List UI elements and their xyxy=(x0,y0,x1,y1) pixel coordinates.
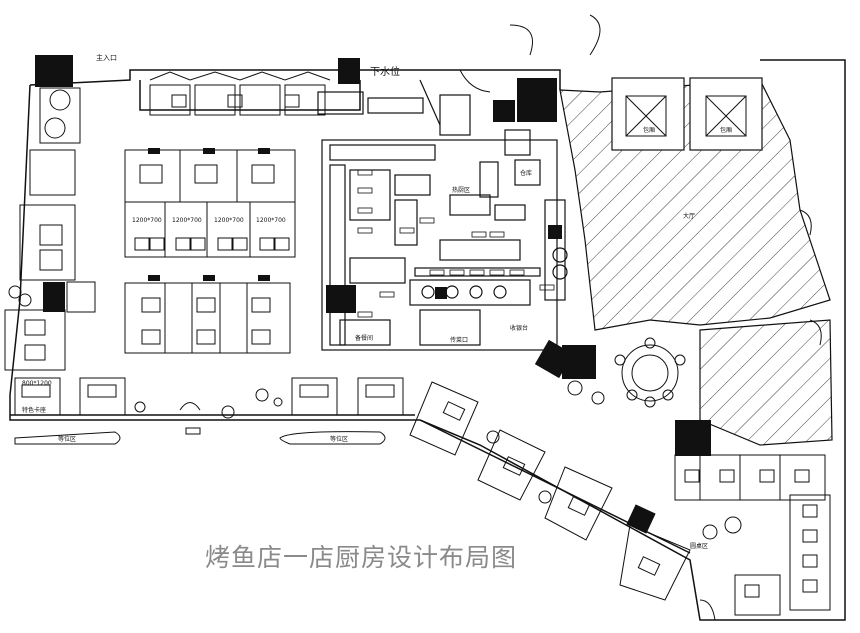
cashier-label: 收银台 xyxy=(510,324,528,332)
bottom-booths xyxy=(14,377,404,419)
table-size-label-4: 1200*700 xyxy=(256,217,286,224)
private-room-b-label: 包厢 xyxy=(720,126,732,134)
kitchen-block xyxy=(317,79,568,351)
column-block xyxy=(675,420,711,456)
water-drain-label: 下水位 xyxy=(370,65,400,78)
column-block xyxy=(562,345,596,379)
waiting-right-label: 等位区 xyxy=(330,435,348,443)
drawing-title: 烤鱼店一店厨房设计布局图 xyxy=(205,543,518,572)
kitchen-dark-blocks xyxy=(326,78,562,313)
booth-label: 特色卡座 xyxy=(22,406,46,414)
column-block xyxy=(35,55,73,87)
table-size-label-1: 1200*700 xyxy=(132,217,162,224)
column-block xyxy=(338,58,360,84)
lower-right-booths xyxy=(674,454,831,616)
top-booths xyxy=(149,71,331,116)
annotation-tags xyxy=(357,169,555,318)
entrance-label: 主入口 xyxy=(96,53,117,62)
dining-grid-top xyxy=(124,149,296,258)
table-size-label-2: 1200*700 xyxy=(172,217,202,224)
outer-walls xyxy=(9,59,846,621)
hall-label: 大厅 xyxy=(683,212,695,220)
column-block xyxy=(43,282,65,312)
hall-hatched-area xyxy=(559,77,833,446)
waiting-areas xyxy=(14,402,386,445)
dining-grid-bottom xyxy=(124,282,291,354)
hot-kitchen-label: 热厨区 xyxy=(452,186,470,194)
prep-room-label: 备餐间 xyxy=(355,334,373,342)
round-tables xyxy=(567,337,742,540)
table-size-label-3: 1200*700 xyxy=(214,217,244,224)
table-size-label-5: 800*1200 xyxy=(22,380,52,387)
grid-dark-blocks xyxy=(148,148,270,281)
dish-pass-label: 传菜口 xyxy=(450,336,468,344)
stair-box xyxy=(66,281,96,313)
angled-private-rooms xyxy=(409,381,691,601)
left-booths xyxy=(4,87,81,371)
warehouse-label: 仓库 xyxy=(520,169,532,177)
column-block xyxy=(626,504,656,534)
round-table-label: 圆桌区 xyxy=(690,542,708,550)
doors xyxy=(459,14,822,621)
private-room-a-label: 包厢 xyxy=(643,126,655,134)
waiting-left-label: 等位区 xyxy=(58,435,76,443)
